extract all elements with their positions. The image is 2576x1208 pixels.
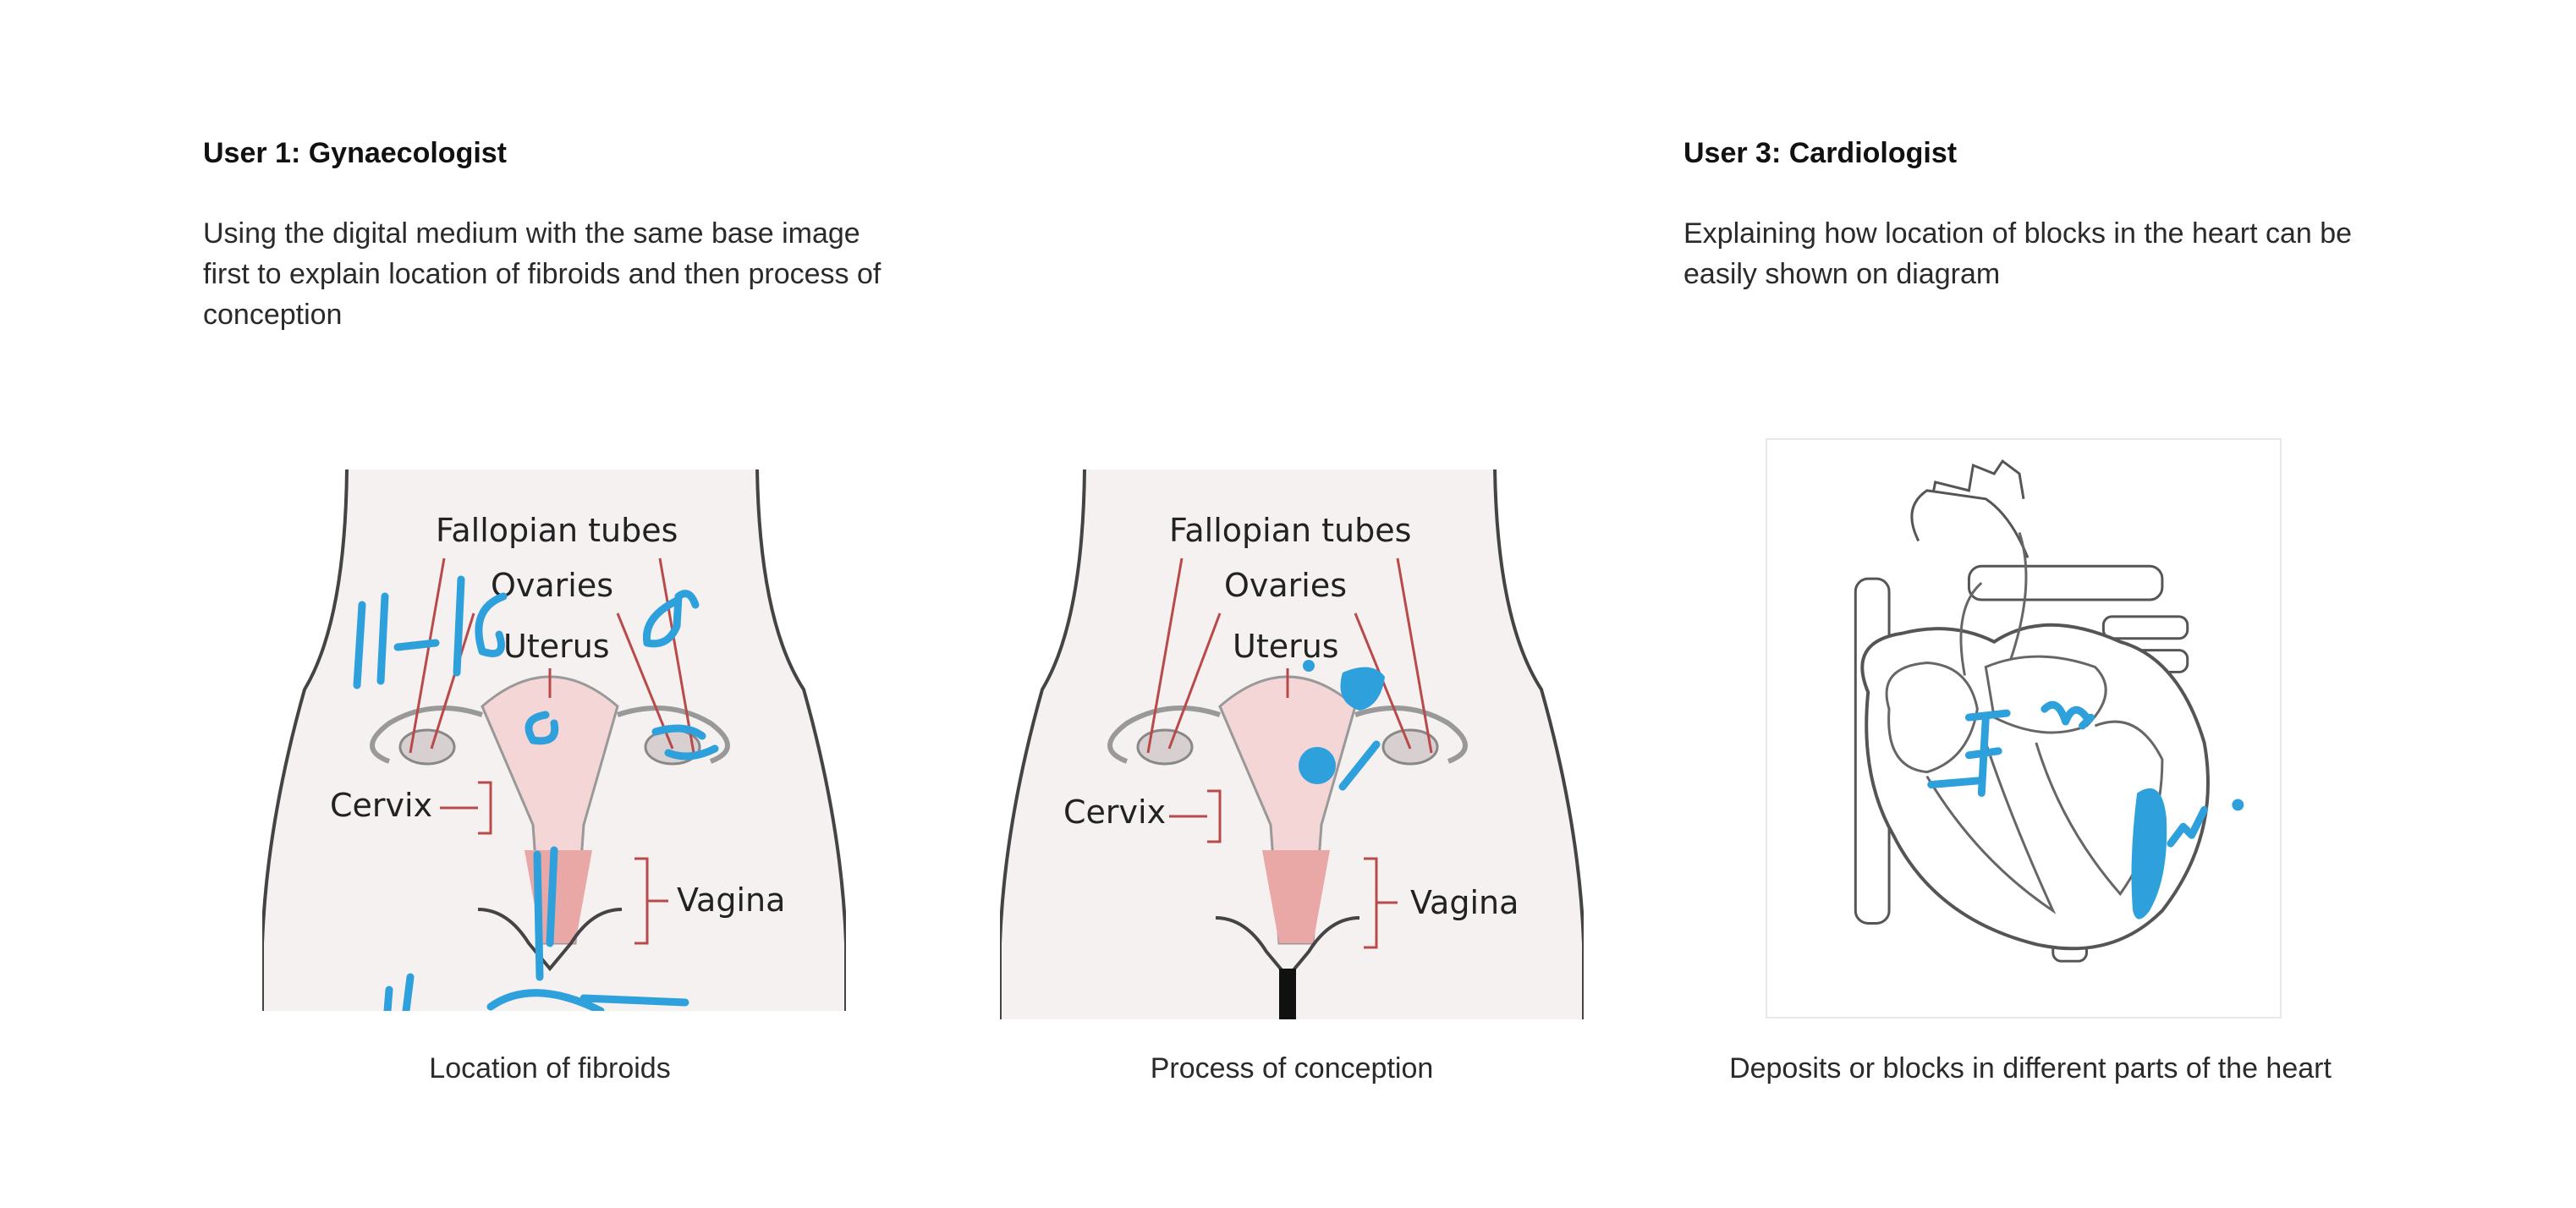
conception-diagram: Fallopian tubes Ovaries Uterus Cervix Va… [1000,469,1584,1019]
label-fallopian-tubes: Fallopian tubes [436,512,678,549]
fibroids-diagram: Fallopian tubes Ovaries Uterus Cervix Va… [262,469,846,1011]
user1-description: Using the digital medium with the same b… [203,217,882,331]
label-cervix: Cervix [1063,793,1166,831]
user3-heading: User 3: Cardiologist [1683,137,1958,169]
label-vagina: Vagina [1410,884,1519,921]
label-fallopian-tubes: Fallopian tubes [1169,512,1411,549]
label-cervix: Cervix [330,787,432,824]
caption-heart: Deposits or blocks in different parts of… [1729,1052,2332,1084]
label-uterus: Uterus [1233,628,1339,665]
label-vagina: Vagina [677,881,785,919]
label-ovaries: Ovaries [1224,567,1347,604]
user3-description: Explaining how location of blocks in the… [1683,217,2353,290]
label-uterus: Uterus [503,628,610,665]
caption-conception: Process of conception [1150,1052,1434,1084]
user1-heading: User 1: Gynaecologist [203,137,508,169]
caption-fibroids: Location of fibroids [429,1052,671,1084]
label-ovaries: Ovaries [491,567,613,604]
heart-diagram [1766,438,2282,1019]
